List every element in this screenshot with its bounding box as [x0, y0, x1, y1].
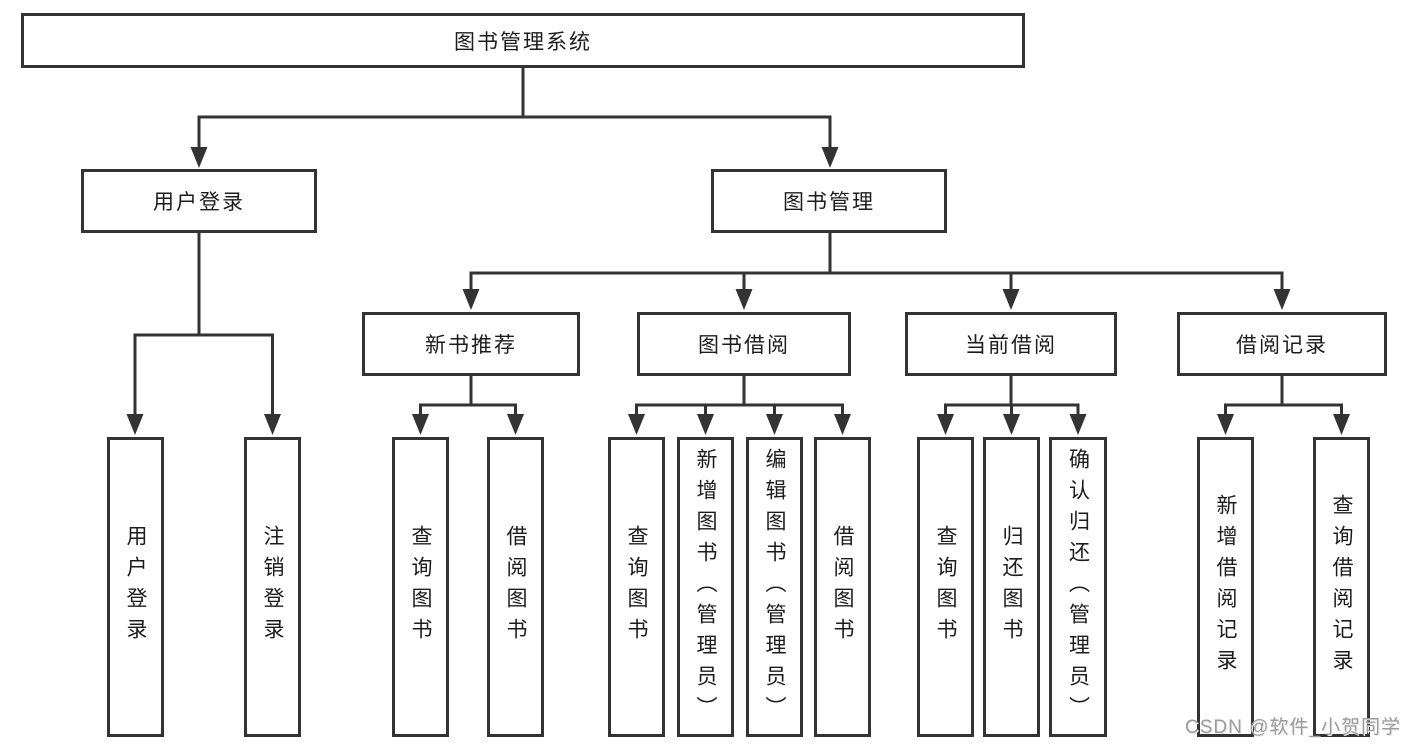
- leaf-logout: 注销登录: [244, 437, 301, 737]
- connectors-book-borrow-subtree: [628, 374, 851, 435]
- leaf-query-borrow-record: 查询借阅记录: [1313, 437, 1370, 737]
- connectors-root-level: [190, 66, 839, 168]
- leaf-query-books-current: 查询图书: [917, 437, 974, 737]
- leaf-return-books: 归还图书: [983, 437, 1040, 737]
- node-library-system: 图书管理系统: [21, 13, 1025, 68]
- leaf-user-login: 用户登录: [107, 437, 164, 737]
- node-user-login: 用户登录: [81, 169, 317, 233]
- leaf-add-book-admin: 新增图书（管理员）: [677, 437, 734, 737]
- connectors-new-book-subtree: [412, 374, 524, 435]
- leaf-add-borrow-record: 新增借阅记录: [1197, 437, 1254, 737]
- leaf-query-books-borrow: 查询图书: [608, 437, 665, 737]
- connectors-current-borrow-subtree: [937, 374, 1087, 435]
- node-book-management: 图书管理: [711, 169, 947, 233]
- node-current-borrowing: 当前借阅: [905, 312, 1117, 376]
- node-book-borrowing: 图书借阅: [637, 312, 851, 376]
- leaf-confirm-return-admin: 确认归还（管理员）: [1049, 437, 1107, 737]
- node-new-book-recommendation: 新书推荐: [362, 312, 580, 376]
- leaf-edit-book-admin: 编辑图书（管理员）: [746, 437, 803, 737]
- leaf-borrow-books: 借阅图书: [814, 437, 871, 737]
- leaf-borrow-books-recommend: 借阅图书: [487, 437, 544, 737]
- connectors-book-management-trunk: [462, 232, 1291, 310]
- connectors-borrow-record-subtree: [1217, 374, 1350, 435]
- node-borrowing-records: 借阅记录: [1177, 312, 1387, 376]
- leaf-query-books-recommend: 查询图书: [392, 437, 449, 737]
- connectors-user-login-subtree: [126, 232, 281, 435]
- watermark: CSDN @软件_小贺同学: [1185, 717, 1401, 738]
